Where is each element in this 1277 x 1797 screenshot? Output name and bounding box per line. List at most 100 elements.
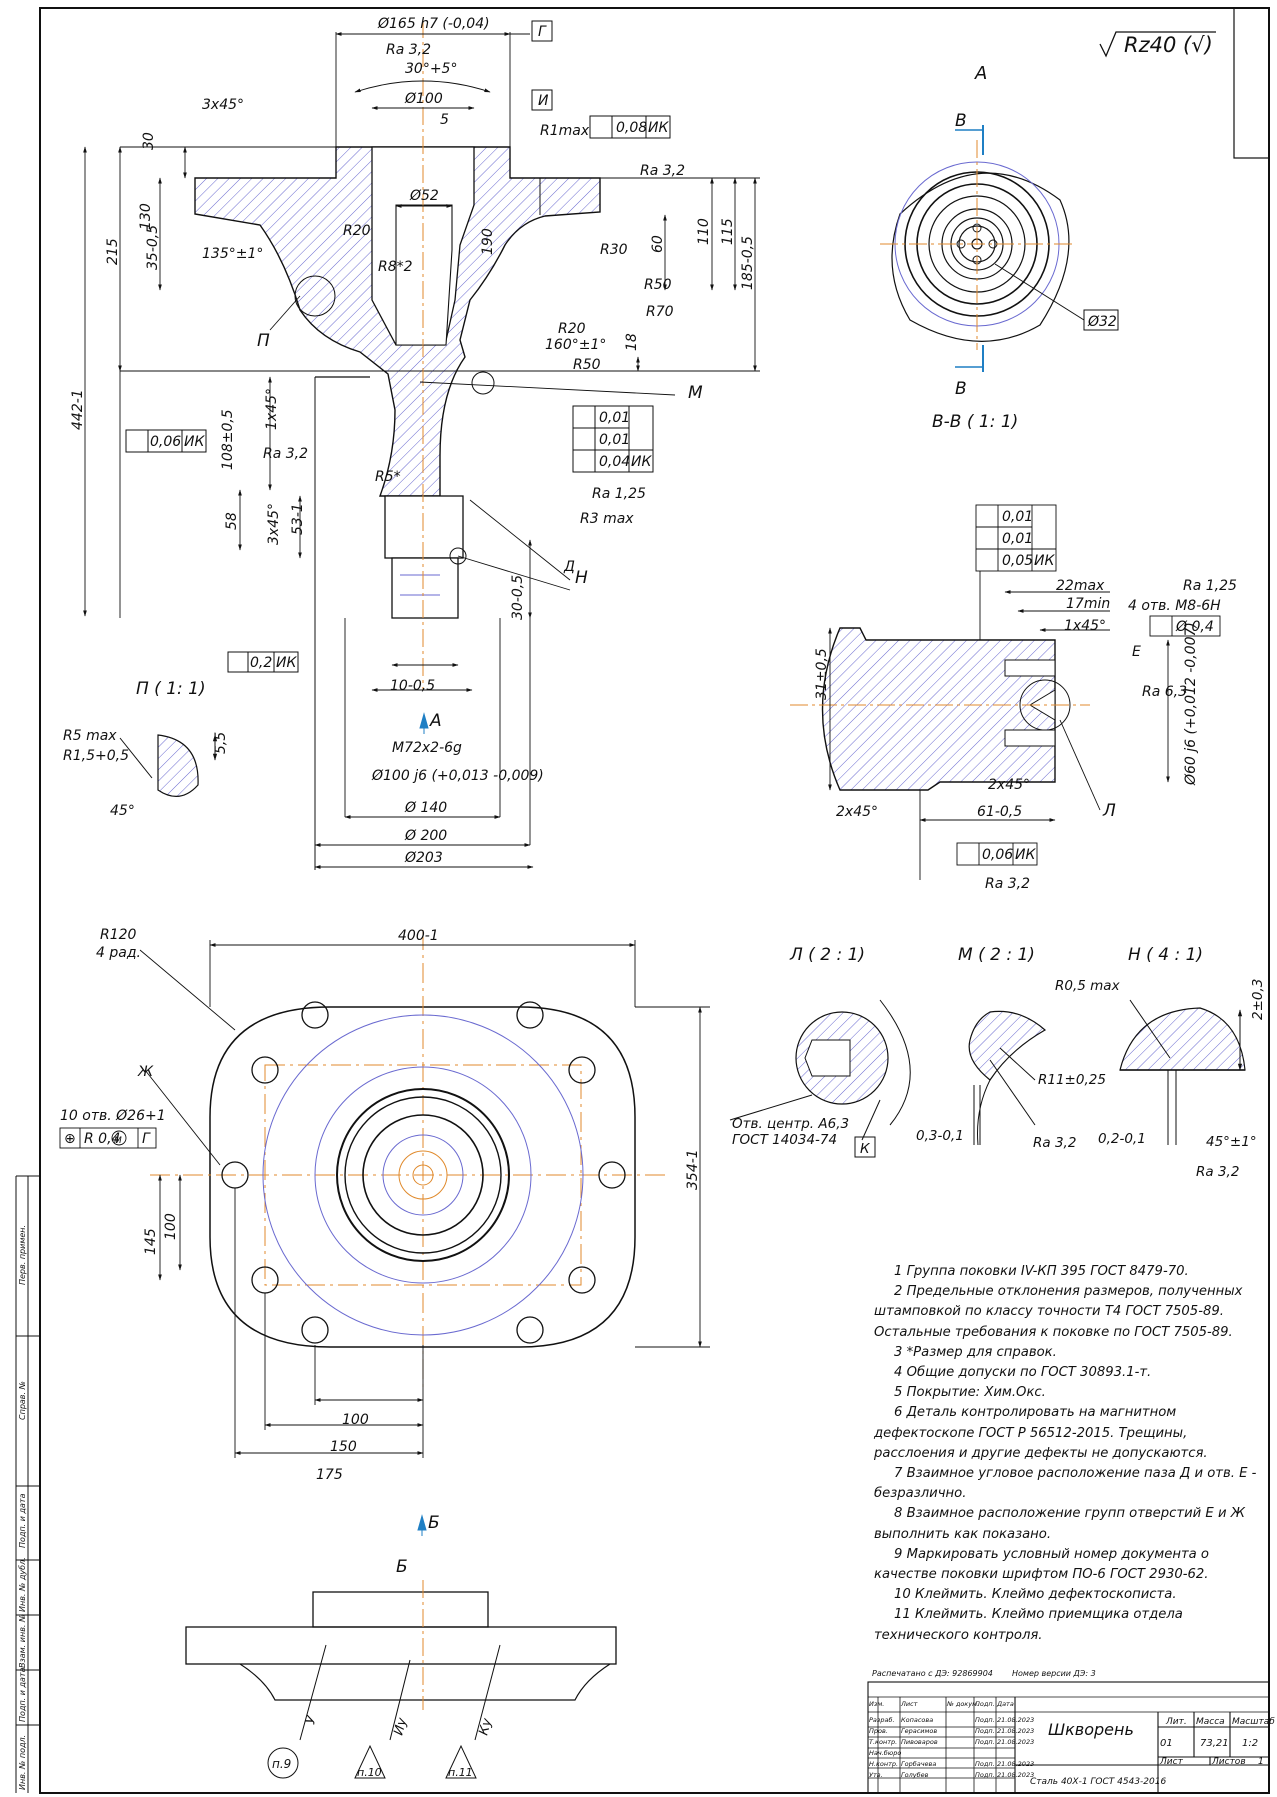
tb-row-date: Дата bbox=[996, 1700, 1014, 1708]
detail-m-d03: 0,3-0,1 bbox=[916, 1128, 964, 1144]
general-roughness: Rz40 (√) bbox=[1099, 31, 1216, 58]
tb-lit: 01 bbox=[1160, 1738, 1173, 1749]
detail-l-gost: ГОСТ 14034-74 bbox=[732, 1132, 837, 1148]
detail-m-ra32: Ra 3,2 bbox=[1033, 1135, 1076, 1151]
dim-d100: Ø100 bbox=[404, 91, 443, 107]
tb-row-doc: № докум. bbox=[946, 1700, 979, 1708]
detail-n-r05: R0,5 max bbox=[1055, 978, 1121, 994]
dim-r5: R5* bbox=[375, 469, 401, 485]
detail-p-r15: R1,5+0,5 bbox=[63, 748, 129, 764]
plan-w400: 400-1 bbox=[398, 928, 439, 944]
arrow-b-label: Б bbox=[428, 1513, 440, 1533]
mark-p11: п.11 bbox=[448, 1766, 473, 1779]
vv-round: 0,01 bbox=[1002, 531, 1033, 547]
tb-row-name: Горбачева bbox=[901, 1760, 936, 1768]
plan-d100: 100 bbox=[342, 1412, 369, 1428]
tb-version: Номер версии ДЭ: 3 bbox=[1012, 1669, 1096, 1678]
dim-h30b: 30-0,5 bbox=[510, 575, 526, 620]
side-strip bbox=[15, 1175, 40, 1793]
tb-row-role: Разраб. bbox=[869, 1716, 895, 1724]
ref-ik-left: ИК bbox=[184, 434, 205, 450]
ref-ik-mid: ИК bbox=[631, 454, 652, 470]
tb-row-date: 21.08.2023 bbox=[997, 1727, 1034, 1735]
note-item: 9 Маркировать условный номер документа о… bbox=[874, 1546, 1209, 1583]
plan-d145: 145 bbox=[143, 1228, 159, 1255]
detail-p-angle45: 45° bbox=[110, 803, 135, 819]
sym-tol: 0,2 bbox=[250, 655, 272, 671]
strip-vzam: Взам. инв. № bbox=[18, 1614, 27, 1668]
detail-m-r11: R11±0,25 bbox=[1038, 1072, 1106, 1088]
tb-row-name: Копасова bbox=[901, 1716, 933, 1724]
label-p: П bbox=[257, 331, 270, 351]
tb-row-role: Утв. bbox=[869, 1771, 883, 1779]
tb-row-role: Т.контр. bbox=[869, 1738, 897, 1746]
plan-rad4: 4 рад. bbox=[96, 945, 141, 961]
plan-d150: 150 bbox=[330, 1439, 357, 1455]
plan-label-zh: Ж bbox=[137, 1064, 154, 1080]
plan-dim-lines bbox=[59, 940, 710, 1458]
strip-inv-dubl: Инв. № дубл. bbox=[18, 1557, 27, 1612]
dim-d165: Ø165 h7 (-0,04) bbox=[377, 16, 490, 32]
strip-sprav: Справ. № bbox=[18, 1381, 27, 1420]
tb-sheets: Листов bbox=[1211, 1757, 1246, 1767]
note-item: 2 Предельные отклонения размеров, получе… bbox=[874, 1284, 1243, 1340]
flat-tol: 0,01 bbox=[599, 410, 630, 426]
cut-letter-v-bottom: В bbox=[955, 379, 967, 399]
dim-r3max: R3 max bbox=[580, 511, 634, 527]
view-b-title: Б bbox=[396, 1557, 408, 1577]
ra32-top: Ra 3,2 bbox=[386, 42, 431, 58]
tb-row-role: Изм. bbox=[869, 1700, 884, 1708]
round-tol: 0,01 bbox=[599, 432, 630, 448]
mark-u: У bbox=[303, 1713, 320, 1726]
vv-d60: Ø60 j6 (+0,012 -0,007) bbox=[1183, 622, 1199, 786]
dim-h190: 190 bbox=[480, 228, 496, 255]
dim-d32: Ø32 bbox=[1087, 314, 1117, 330]
vv-ra32: Ra 3,2 bbox=[985, 876, 1030, 892]
plan-view bbox=[150, 930, 665, 1390]
runout-top: 0,08 bbox=[616, 120, 647, 136]
detail-n-h2: 2±0,3 bbox=[1250, 979, 1266, 1020]
dim-h53: 53-1 bbox=[290, 503, 306, 535]
tb-col-mass: Масса bbox=[1196, 1717, 1225, 1727]
ref-ik-top: ИК bbox=[648, 120, 669, 136]
note-item: 7 Взаимное угловое расположение паза Д и… bbox=[874, 1466, 1257, 1502]
note-item: 4 Общие допуски по ГОСТ 30893.1-т. bbox=[894, 1365, 1152, 1381]
mark-iu: Иу bbox=[391, 1716, 410, 1737]
tb-row-date: 21.08.2023 bbox=[997, 1771, 1034, 1779]
detail-p-r5max: R5 max bbox=[63, 728, 117, 744]
dim-r70: R70 bbox=[646, 304, 674, 320]
plan-m: М bbox=[114, 1136, 122, 1146]
dim-thread: М72х2-6g bbox=[392, 740, 462, 756]
note-item: 10 Клеймить. Клеймо дефектоскописта. bbox=[894, 1587, 1177, 1603]
dim-h58: 58 bbox=[224, 512, 240, 530]
detail-n-title: Н ( 4 : 1) bbox=[1128, 945, 1203, 965]
ra125-main: Ra 1,25 bbox=[592, 486, 646, 502]
dim-d52: Ø52 bbox=[409, 188, 439, 204]
vv-flat: 0,01 bbox=[1002, 509, 1033, 525]
view-a bbox=[880, 125, 1119, 372]
vv-pos: Ø 0,4 bbox=[1175, 619, 1214, 635]
tb-mass: 73,21 bbox=[1200, 1738, 1229, 1749]
dim-w10: 10-0,5 bbox=[390, 678, 435, 694]
tb-col-scale: Масштаб bbox=[1232, 1717, 1275, 1727]
dim-r50a: R50 bbox=[644, 277, 672, 293]
view-b bbox=[185, 1580, 617, 1779]
vv-chamfer2: 2х45° bbox=[988, 777, 1030, 793]
tb-row-role: Пров. bbox=[869, 1727, 888, 1735]
vv-ref-ik2: ИК bbox=[1015, 847, 1036, 863]
main-dim-lines bbox=[83, 32, 760, 869]
dim-h215: 215 bbox=[105, 238, 121, 265]
tb-row-date: 21.08.2023 bbox=[997, 1760, 1034, 1768]
tb-row-sign: Подп. bbox=[975, 1700, 995, 1708]
dim-d100j6: Ø100 j6 (+0,013 -0,009) bbox=[371, 768, 544, 784]
detail-l-title: Л ( 2 : 1) bbox=[789, 945, 865, 965]
dim-h60: 60 bbox=[650, 235, 666, 253]
roughness-text: Rz40 (√) bbox=[1124, 33, 1213, 57]
vv-chamfer1: 1х45° bbox=[1064, 618, 1106, 634]
dim-d203: Ø203 bbox=[404, 850, 443, 866]
dim-angle135: 135°±1° bbox=[202, 246, 263, 262]
vv-l22: 22max bbox=[1056, 578, 1105, 594]
label-n: Н bbox=[575, 568, 588, 588]
